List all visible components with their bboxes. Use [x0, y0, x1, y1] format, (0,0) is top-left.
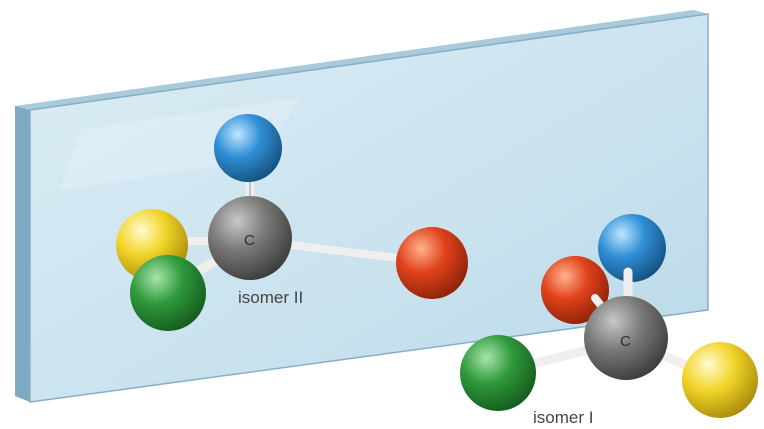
isomer-i-molecule: C isomer I	[460, 214, 758, 427]
isomer-ii-molecule: C isomer II	[116, 114, 468, 331]
atom-i-blue	[598, 214, 666, 282]
isomer-ii-caption: isomer II	[238, 288, 303, 307]
isomer-i-caption: isomer I	[533, 408, 593, 427]
mirror-top-edge	[15, 10, 708, 110]
atom-i-carbon	[584, 296, 668, 380]
atom-ii-green	[130, 255, 206, 331]
atom-i-green	[460, 335, 536, 411]
mirror-left-edge	[15, 106, 30, 402]
atom-ii-carbon	[208, 196, 292, 280]
atom-i-yellow	[682, 342, 758, 418]
atom-ii-blue	[214, 114, 282, 182]
carbon-symbol-i: C	[620, 333, 631, 350]
atom-ii-orange	[396, 227, 468, 299]
atom-i-orange	[541, 256, 609, 324]
carbon-symbol-ii: C	[244, 232, 255, 249]
